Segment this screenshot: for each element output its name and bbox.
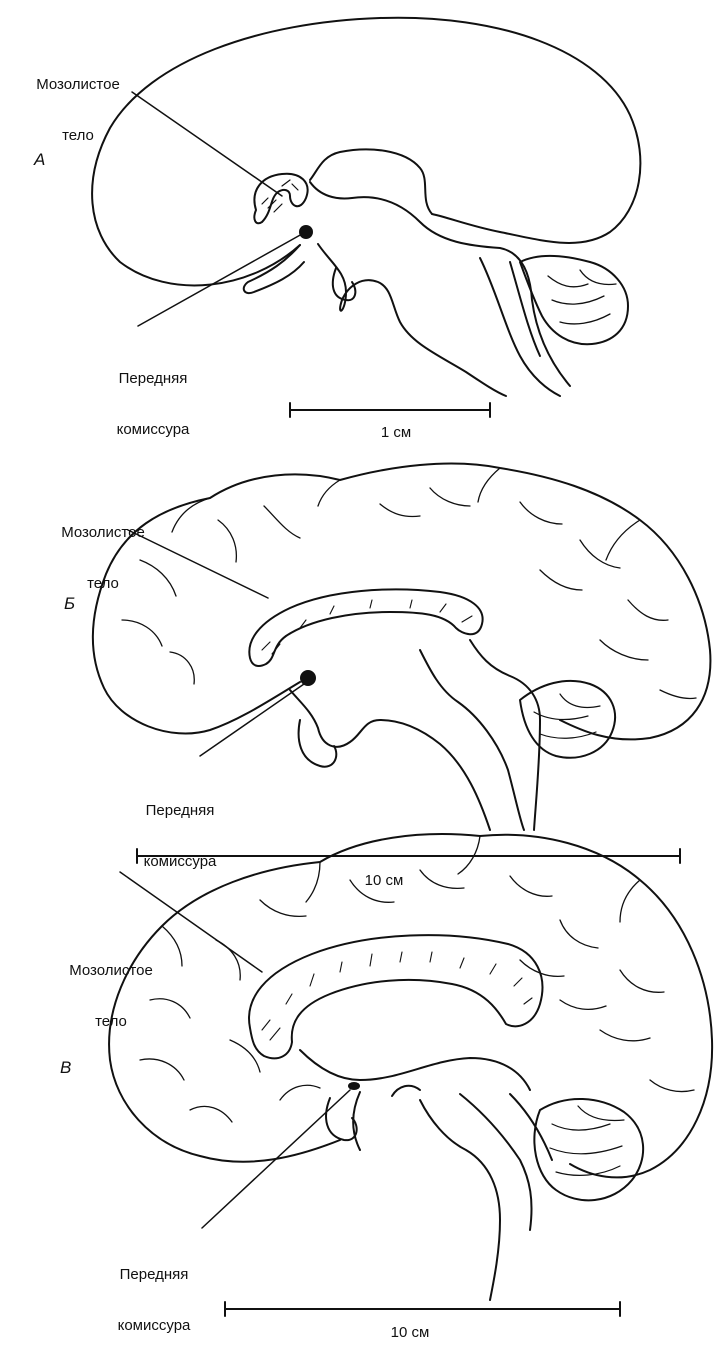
brain-a-commissure-label-line1: Передняя (88, 370, 218, 387)
brain-b-commissure-label-line2: комиссура (110, 853, 250, 870)
brain-b-commissure-label: Передняя комиссура (110, 768, 250, 887)
brain-c-scale-label: 10 см (370, 1324, 450, 1341)
brain-b-commissure-label-line1: Передняя (110, 802, 250, 819)
panel-letter-a: А (34, 150, 45, 170)
brain-b-scale-label: 10 см (344, 872, 424, 889)
brain-a-medial-edge (310, 149, 432, 214)
brain-a-callus-label: Мозолистое тело (8, 42, 148, 161)
brain-c-commissure-label: Передняя комиссура (84, 1232, 224, 1351)
brain-b-anterior-commissure (300, 670, 316, 686)
brain-c-commissure-leader (202, 1090, 350, 1228)
brain-c-commissure-label-line1: Передняя (84, 1266, 224, 1283)
brain-b-brainstem (290, 690, 490, 830)
brain-b-callus-label: Мозолистое тело (28, 490, 178, 609)
brain-a-cerebellum (520, 256, 628, 344)
brain-b-callus-label-line1: Мозолистое (28, 524, 178, 541)
brain-a-scale-label: 1 см (356, 424, 436, 441)
brain-a-commissure-leader (138, 234, 302, 326)
brain-b-hemisphere (93, 464, 711, 740)
brain-a-brainstem (310, 182, 570, 386)
brain-b-commissure-leader (200, 684, 304, 756)
brain-a-hemisphere (92, 18, 640, 286)
brain-a-commissure-label-line2: комиссура (88, 421, 218, 438)
brain-c-callus-label-line2: тело (36, 1013, 186, 1030)
brain-c-callus-label-line1: Мозолистое (36, 962, 186, 979)
brain-a-callus-label-line1: Мозолистое (8, 76, 148, 93)
brain-a-corpus-callosum (254, 174, 307, 224)
brain-c-anterior-commissure (348, 1082, 360, 1090)
brain-a-callus-label-line2: тело (8, 127, 148, 144)
brain-a-commissure-label: Передняя комиссура (88, 336, 218, 455)
panel-letter-c: В (60, 1058, 71, 1078)
brain-c-scale-bar (225, 1302, 620, 1316)
brain-b-callus-label-line2: тело (28, 575, 178, 592)
brain-c-commissure-label-line2: комиссура (84, 1317, 224, 1334)
brain-c-callus-label: Мозолистое тело (36, 928, 186, 1047)
brain-c-brainstem (353, 1092, 500, 1300)
brain-a-callus-leader (132, 92, 282, 196)
brain-b-corpus-callosum (249, 589, 482, 666)
brain-a-anterior-commissure (299, 225, 313, 239)
brain-a-scale-bar (290, 403, 490, 417)
panel-letter-b: Б (64, 594, 75, 614)
brain-c-corpus-callosum (249, 935, 542, 1058)
